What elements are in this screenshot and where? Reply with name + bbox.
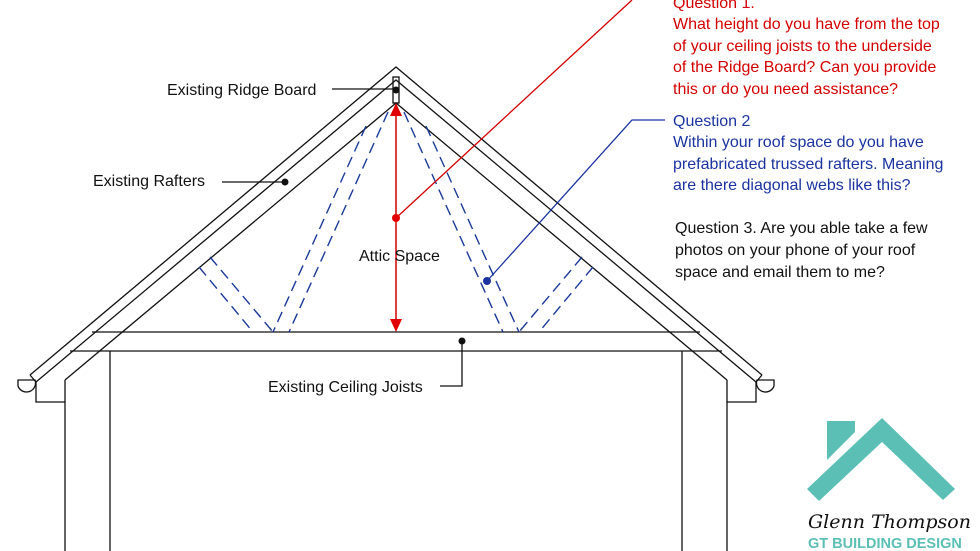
q1-line: of the Ridge Board? Can you provide (673, 59, 936, 76)
q3-line: space and email them to me? (675, 264, 885, 281)
left-wall-outer (35, 382, 66, 551)
q1-line: Question 1. (673, 0, 755, 12)
label-rafters: Existing Rafters (93, 173, 205, 190)
ridge-board-dot (392, 86, 400, 94)
question-3: Question 3. Are you able take a few phot… (675, 220, 928, 281)
question2-leader (486, 119, 665, 282)
ceiling-joists-dot (458, 337, 466, 345)
q2-line: Within your roof space do you have (673, 134, 924, 151)
q1-line: this or do you need assistance? (673, 81, 898, 98)
q3-line: Question 3. Are you able take a few (675, 220, 928, 237)
left-gutter (17, 379, 37, 393)
logo-company: GT BUILDING DESIGN (808, 536, 962, 551)
attic-height-arrow (390, 0, 633, 332)
q1-line: What height do you have from the top (673, 16, 940, 33)
q3-line: photos on your phone of your roof (675, 242, 916, 259)
right-wall-outer (726, 382, 757, 551)
question-2: Question 2 Within your roof space do you… (673, 113, 943, 194)
rafters-dot (281, 178, 289, 186)
logo-chimney-icon (827, 421, 855, 460)
q1-line: of your ceiling joists to the underside (673, 38, 932, 55)
rafter-mid-line (35, 79, 757, 383)
question1-dot (392, 214, 400, 222)
q2-line: are there diagonal webs like this? (673, 177, 911, 194)
question2-dot (483, 277, 491, 285)
right-gutter (755, 379, 775, 393)
company-logo: Glenn Thompson GT BUILDING DESIGN (807, 418, 971, 551)
q2-line: Question 2 (673, 113, 750, 130)
label-ridge-board: Existing Ridge Board (167, 82, 316, 99)
label-ceiling-joists: Existing Ceiling Joists (268, 379, 423, 396)
truss-webs (198, 111, 594, 333)
logo-name: Glenn Thompson (808, 511, 971, 533)
question-1: Question 1. What height do you have from… (673, 0, 940, 98)
logo-roof-icon (807, 418, 955, 501)
label-attic-space: Attic Space (359, 248, 440, 265)
rafter-outer-line (29, 66, 763, 376)
question1-leader (395, 0, 633, 219)
q2-line: prefabricated trussed rafters. Meaning (673, 156, 943, 173)
